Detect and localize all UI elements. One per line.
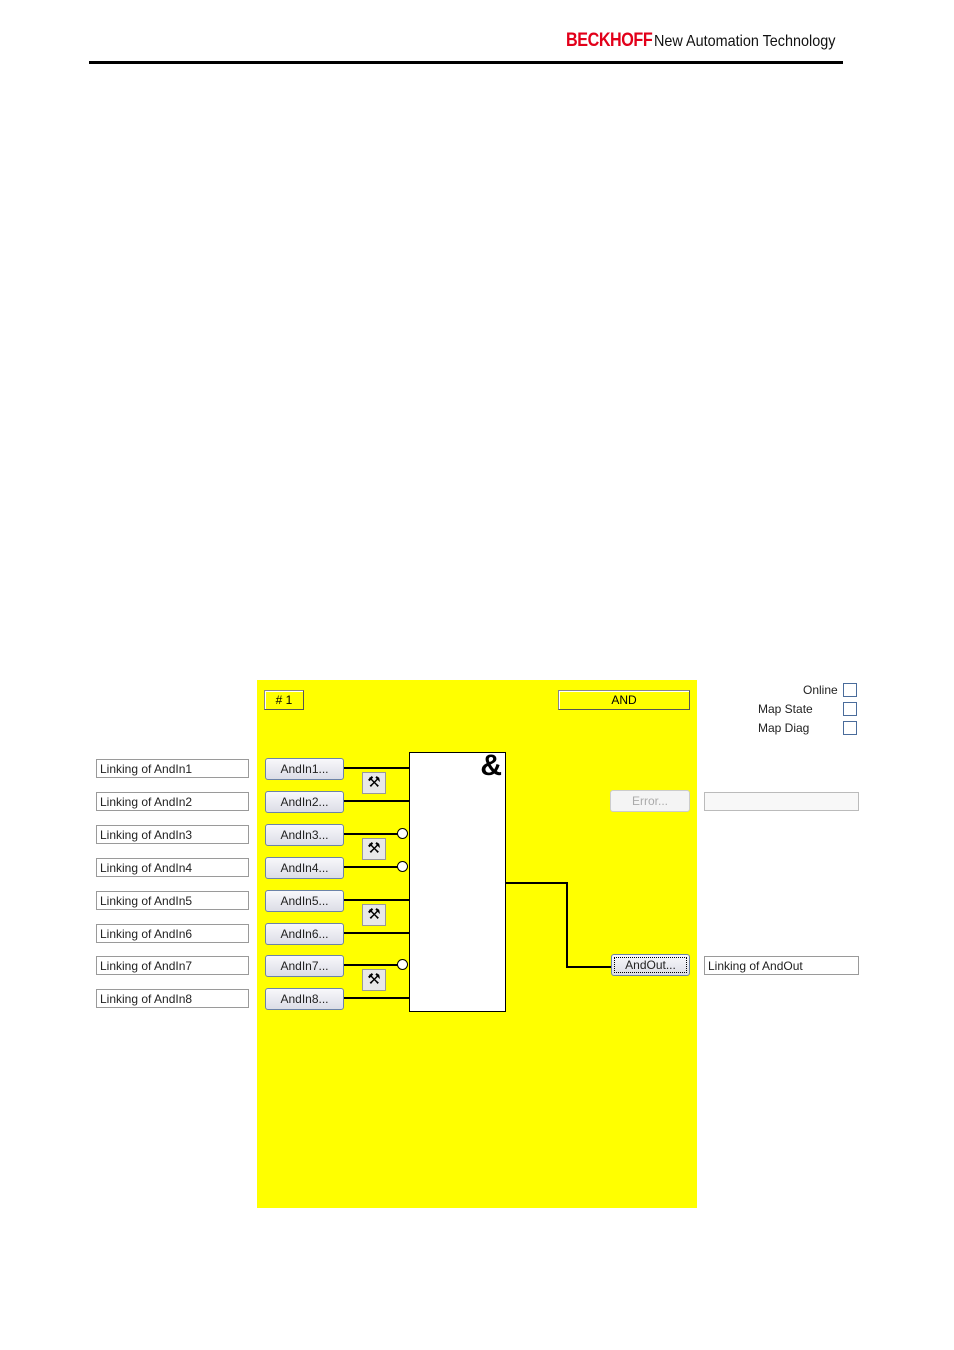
input-button[interactable]: AndIn8... xyxy=(265,988,344,1010)
and-symbol: & xyxy=(480,749,502,782)
online-label: Online xyxy=(803,683,838,697)
input-wire xyxy=(344,800,409,802)
input-button[interactable]: AndIn7... xyxy=(265,955,344,977)
hammer-wrench-icon[interactable]: ⚒ xyxy=(362,969,386,991)
input-wire xyxy=(344,767,409,769)
input-link-field[interactable]: Linking of AndIn2 xyxy=(96,792,249,811)
input-link-field[interactable]: Linking of AndIn1 xyxy=(96,759,249,778)
input-button[interactable]: AndIn3... xyxy=(265,824,344,846)
andout-link-field[interactable]: Linking of AndOut xyxy=(704,956,859,975)
inversion-circle xyxy=(397,861,408,872)
map-diag-checkbox[interactable] xyxy=(843,721,857,735)
inversion-circle xyxy=(397,828,408,839)
input-link-field[interactable]: Linking of AndIn4 xyxy=(96,858,249,877)
input-button[interactable]: AndIn5... xyxy=(265,890,344,912)
input-wire xyxy=(344,932,409,934)
function-type-button[interactable]: AND xyxy=(558,690,690,710)
hammer-wrench-icon[interactable]: ⚒ xyxy=(362,772,386,794)
and-block: & xyxy=(409,749,506,1012)
input-wire xyxy=(344,866,398,868)
andout-button[interactable]: AndOut... xyxy=(611,954,690,976)
input-link-field[interactable]: Linking of AndIn5 xyxy=(96,891,249,910)
error-field[interactable] xyxy=(704,792,859,811)
output-wire-vertical xyxy=(566,882,568,968)
map-state-label: Map State xyxy=(758,702,813,716)
input-wire xyxy=(344,833,398,835)
input-link-field[interactable]: Linking of AndIn6 xyxy=(96,924,249,943)
inversion-circle xyxy=(397,959,408,970)
map-state-checkbox[interactable] xyxy=(843,702,857,716)
tagline: New Automation Technology xyxy=(654,33,836,50)
beckhoff-logo: BECKHOFF xyxy=(566,30,653,51)
output-wire-end xyxy=(566,966,612,968)
input-wire xyxy=(344,964,398,966)
block-number-button[interactable]: # 1 xyxy=(264,690,304,710)
hammer-wrench-icon[interactable]: ⚒ xyxy=(362,838,386,860)
map-diag-label: Map Diag xyxy=(758,721,810,735)
error-button[interactable]: Error... xyxy=(610,790,690,812)
hammer-wrench-icon[interactable]: ⚒ xyxy=(362,904,386,926)
input-button[interactable]: AndIn1... xyxy=(265,758,344,780)
online-checkbox[interactable] xyxy=(843,683,857,697)
input-button[interactable]: AndIn2... xyxy=(265,791,344,813)
input-wire xyxy=(344,899,409,901)
input-wire xyxy=(344,997,409,999)
input-button[interactable]: AndIn4... xyxy=(265,857,344,879)
input-link-field[interactable]: Linking of AndIn7 xyxy=(96,956,249,975)
header-rule xyxy=(89,61,843,64)
input-button[interactable]: AndIn6... xyxy=(265,923,344,945)
output-wire xyxy=(506,882,568,884)
input-link-field[interactable]: Linking of AndIn3 xyxy=(96,825,249,844)
input-link-field[interactable]: Linking of AndIn8 xyxy=(96,989,249,1008)
